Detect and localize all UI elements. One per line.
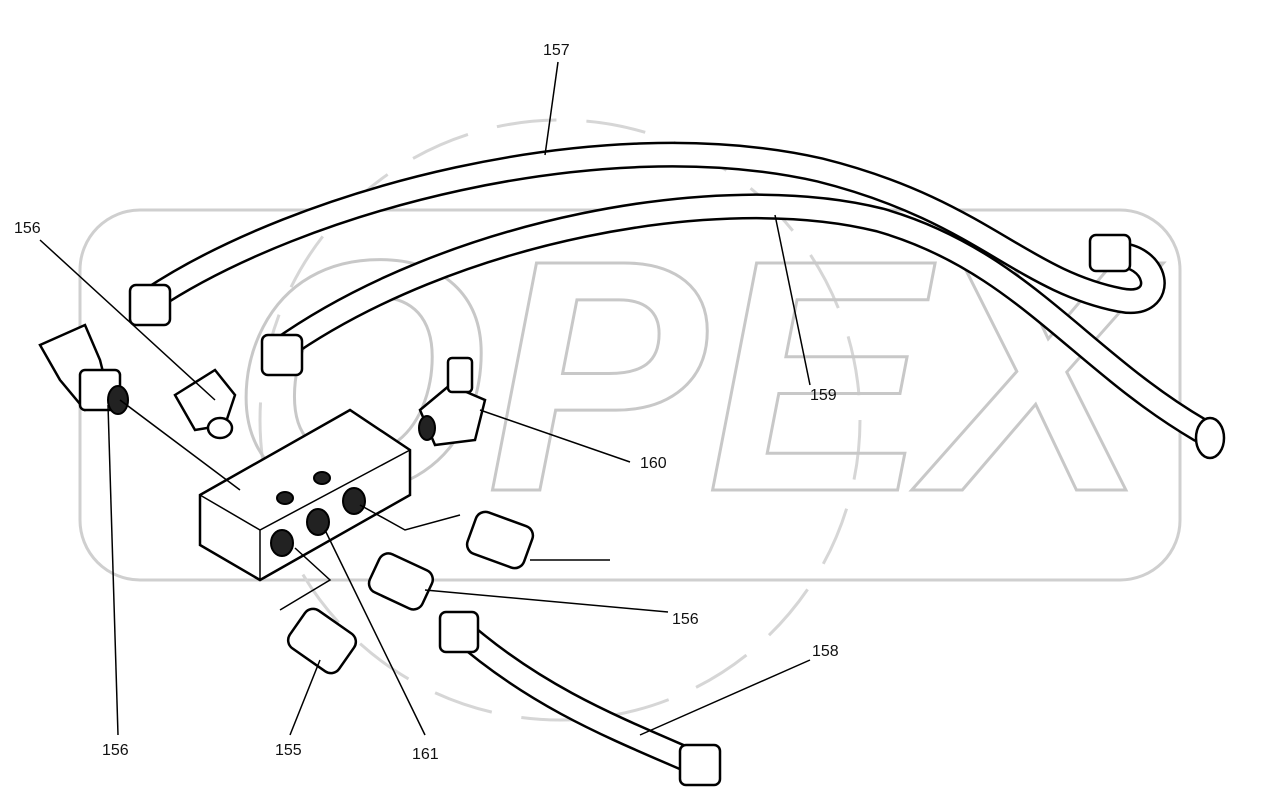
elbow-fitting-160 <box>418 356 487 447</box>
callout-156-top: 156 <box>14 220 41 237</box>
elbow-fitting-156 <box>173 368 237 440</box>
adapter-fittings <box>286 510 535 675</box>
hose-158 <box>447 617 713 778</box>
callout-158: 158 <box>812 643 839 660</box>
callout-160: 160 <box>640 455 667 472</box>
callout-155: 155 <box>275 742 302 759</box>
hose-fittings <box>128 233 1226 787</box>
hose-159 <box>267 193 1213 443</box>
callout-157: 157 <box>543 42 570 59</box>
callout-156-right: 156 <box>672 611 699 628</box>
callout-161: 161 <box>412 746 439 763</box>
callout-159: 159 <box>810 387 837 404</box>
distribution-block-161 <box>198 408 412 582</box>
elbow-fitting-left <box>38 323 129 415</box>
leader-lines <box>39 61 811 736</box>
hose-157 <box>137 141 1166 315</box>
callout-156-bottom: 156 <box>102 742 129 759</box>
